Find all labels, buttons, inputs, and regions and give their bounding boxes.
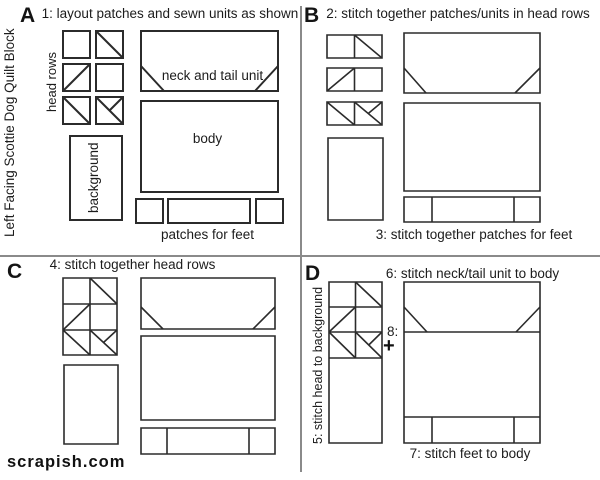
plus-sign: + (383, 335, 395, 357)
body-label: body (192, 131, 223, 146)
panel-divider-lines (0, 6, 600, 472)
neck-corner-seam (141, 66, 164, 91)
panel-c-linework (63, 278, 275, 454)
neck-tail-unit-outline (141, 31, 278, 91)
body-outline (141, 336, 275, 420)
panel-c-letter: C (7, 260, 23, 283)
tail-corner-seam (253, 307, 275, 329)
tail-corner-seam (255, 66, 278, 91)
panel-d-linework (329, 282, 540, 443)
block-title-vertical: Left Facing Scottie Dog Quilt Block (2, 28, 17, 238)
foot-patch (256, 199, 283, 223)
head-patch (63, 31, 90, 58)
panel-b-linework (327, 33, 540, 222)
head-patch (96, 64, 123, 91)
neck-corner-seam (141, 307, 163, 329)
neck-tail-unit-label: neck and tail unit (161, 68, 264, 83)
tail-corner-seam (516, 307, 540, 332)
panel-b-head-rows (327, 35, 382, 125)
head-patch-three-triangle (96, 97, 123, 124)
panel-b-feet-caption: 3: stitch together patches for feet (375, 227, 573, 242)
tail-corner-seam (515, 68, 540, 93)
panel-b-title: 2: stitch together patches/units in head… (326, 6, 590, 21)
panel-a-linework (63, 31, 283, 223)
panel-a-title: 1: layout patches and sewn units as show… (41, 6, 299, 21)
neck-tail-unit-outline (404, 33, 540, 93)
panel-d-head-background-unit (329, 282, 382, 443)
panel-d-letter: D (305, 262, 321, 285)
neck-corner-seam (404, 68, 426, 93)
panel-c-title: 4: stitch together head rows (49, 257, 216, 272)
background-outline (64, 365, 118, 444)
head-rows-label: head rows (44, 52, 59, 112)
panel-d-feet-caption: 7: stitch feet to body (409, 446, 531, 461)
panel-d-side-label: 5: stitch head to background (311, 286, 325, 444)
panel-a-letter: A (20, 4, 36, 27)
panel-a-feet-patches (136, 199, 283, 223)
head-patch-hst (96, 31, 123, 58)
panel-a-head-patches (63, 31, 123, 124)
head-patch-hst (63, 97, 90, 124)
body-assembly-outline (404, 282, 540, 443)
feet-strip-outline (141, 428, 275, 454)
background-outline (328, 138, 383, 220)
panel-d-title: 6: stitch neck/tail unit to body (385, 266, 560, 281)
panel-c-feet-strip (141, 428, 275, 454)
neck-tail-unit-outline (141, 278, 275, 329)
body-outline (404, 103, 540, 191)
neck-corner-seam (404, 307, 427, 332)
panel-c-head-unit (63, 278, 117, 355)
background-label: background (86, 142, 101, 214)
panel-b-letter: B (304, 4, 320, 27)
head-patch-hst (63, 64, 90, 91)
watermark-text: scrapish.com (7, 453, 126, 471)
panel-a-feet-caption: patches for feet (160, 227, 255, 242)
join-step-label: 8: (387, 324, 399, 339)
foot-patch (136, 199, 163, 223)
body-outline (141, 101, 278, 192)
feet-middle-patch (168, 199, 250, 223)
feet-strip-outline (404, 197, 540, 222)
panel-b-feet-strip (404, 197, 540, 222)
panel-d-body-assembly (404, 282, 540, 443)
background-outline (70, 136, 122, 220)
